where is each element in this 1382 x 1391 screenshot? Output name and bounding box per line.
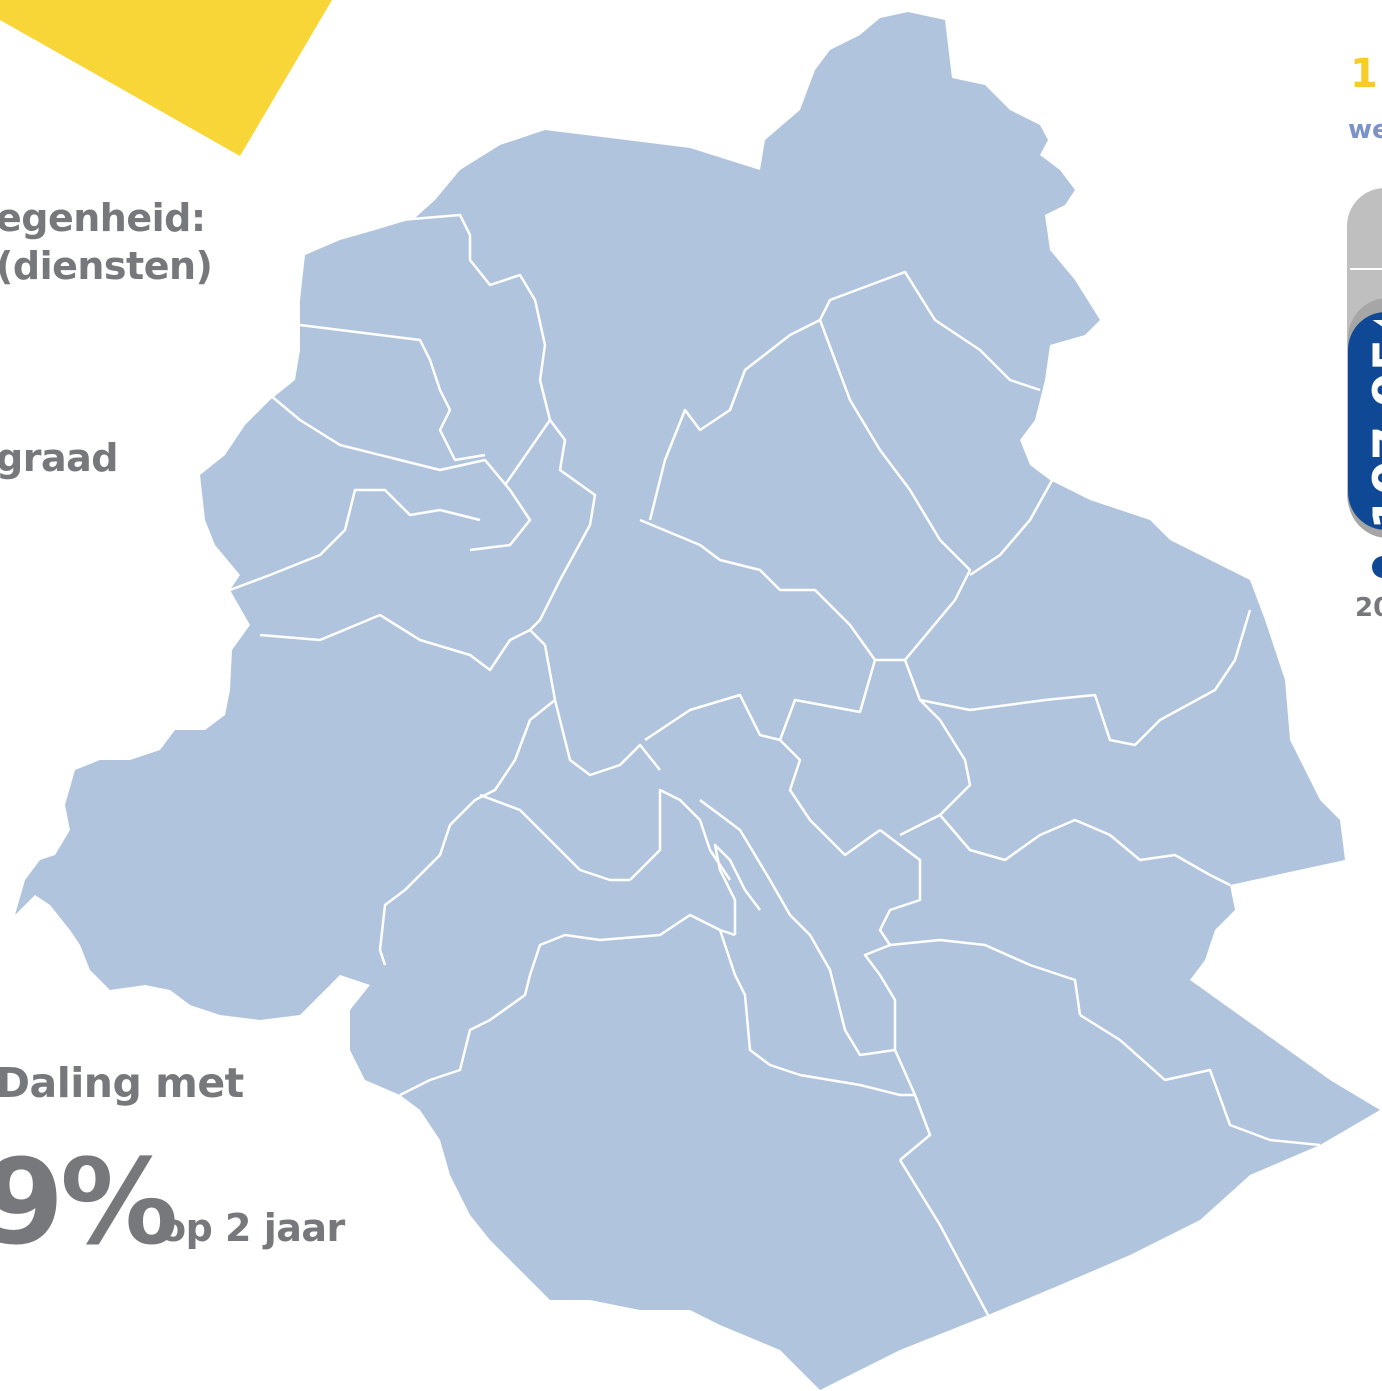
label-line-3: graad — [0, 436, 118, 480]
border-elsene-south — [699, 799, 896, 1057]
right-panel-title: 11 — [1350, 51, 1382, 97]
border-berchem — [229, 488, 481, 592]
decline-period: op 2 jaar — [160, 1206, 345, 1250]
border-vorst-west — [399, 933, 601, 1097]
border-woluwe-lambrechts — [919, 609, 1252, 747]
border-evere — [818, 270, 1041, 392]
yellow-accent-shape — [0, 0, 332, 156]
border-woluwe-pieters — [939, 814, 1231, 887]
border-schaarbeek-east — [969, 474, 1057, 577]
border-molenbeek-south — [259, 613, 546, 672]
border-sint-gillis — [629, 788, 732, 881]
bar-year: 20 — [1355, 593, 1382, 623]
border-jette-north — [399, 213, 552, 421]
bar-divider — [1350, 268, 1382, 270]
right-panel-subtitle: we — [1348, 115, 1382, 145]
bar-dot-marker — [1372, 556, 1382, 578]
label-line-2: (diensten) — [0, 244, 213, 288]
border-anderlecht-south — [479, 793, 630, 882]
border-molenbeek-east — [503, 418, 597, 631]
border-vorst-east — [713, 843, 761, 935]
bar-fill — [1348, 312, 1382, 530]
border-anderlecht-east — [378, 699, 556, 966]
border-ganshoren-jette — [299, 323, 486, 462]
border-vorst-north — [599, 913, 736, 942]
border-brussel-center — [639, 518, 877, 661]
border-elsene — [644, 693, 881, 857]
border-watermaal — [863, 943, 932, 1161]
bar-value: 107.954 — [1363, 320, 1382, 530]
decline-value: 9% — [0, 1133, 178, 1271]
label-line-1: egenheid: — [0, 196, 206, 240]
border-ukkel-north — [718, 929, 915, 1097]
border-watermaal-east — [1079, 1013, 1321, 1147]
border-koekelberg — [269, 394, 532, 552]
region-outline — [15, 12, 1380, 1390]
border-ukkel-watermaal — [898, 1159, 990, 1316]
decline-label: Daling met — [0, 1059, 244, 1107]
